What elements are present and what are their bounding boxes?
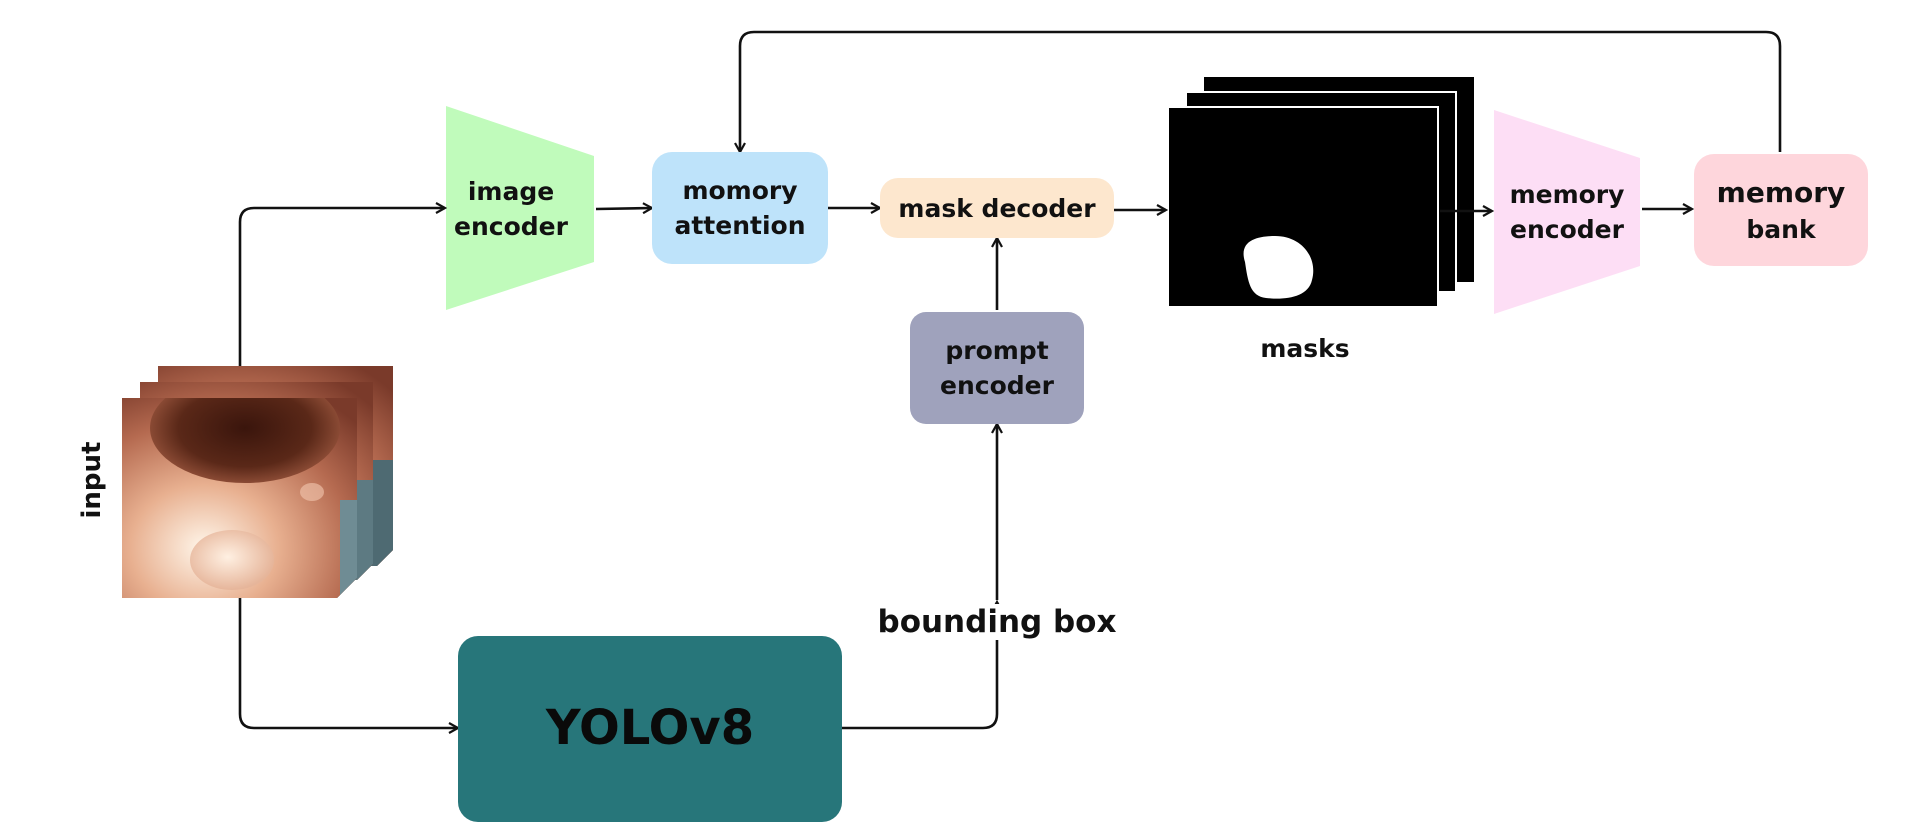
memory-bank-label-line1: memory	[1716, 175, 1846, 209]
memory-bank: memory bank	[1694, 154, 1868, 266]
memory-attention-label-line2: attention	[674, 211, 806, 240]
memory-bank-label-line2: bank	[1746, 215, 1816, 245]
colonoscopy-frame-image	[122, 398, 357, 598]
image-encoder-label-line1: image	[467, 177, 555, 206]
prompt-encoder-label-line2: encoder	[940, 371, 1054, 400]
input-image-stack	[122, 366, 393, 598]
memory-encoder-label-line2: encoder	[1510, 215, 1624, 244]
image-encoder: image encoder	[446, 156, 576, 262]
prompt-encoder: prompt encoder	[910, 312, 1084, 424]
connectors	[238, 30, 1782, 730]
arrow-bank-to-attention	[740, 30, 1782, 152]
masks-label: masks	[1260, 334, 1350, 363]
prompt-encoder-label-line1: prompt	[945, 336, 1049, 365]
masks-stack	[1167, 77, 1474, 308]
image-encoder-shape	[446, 106, 594, 310]
mask-blob	[1243, 236, 1314, 299]
input-label: input	[77, 442, 107, 519]
memory-encoder-shape	[1494, 110, 1640, 314]
arrow-yolo-to-prompt	[842, 602, 997, 730]
memory-attention: momory attention	[652, 152, 828, 264]
memory-attention-label-line1: momory	[682, 176, 798, 205]
memory-encoder-label-line1: memory	[1509, 180, 1625, 209]
image-encoder-label-line2: encoder	[454, 212, 568, 241]
mask-decoder: mask decoder	[880, 178, 1114, 238]
yolo-detector: YOLOv8	[458, 636, 842, 822]
arrow-image-encoder-to-attention	[595, 208, 652, 209]
memory-encoder: memory encoder	[1494, 160, 1640, 264]
bounding-box-label: bounding box	[860, 604, 1134, 640]
arrow-input-to-yolo	[238, 598, 458, 728]
arrow-input-to-image-encoder	[238, 208, 445, 366]
